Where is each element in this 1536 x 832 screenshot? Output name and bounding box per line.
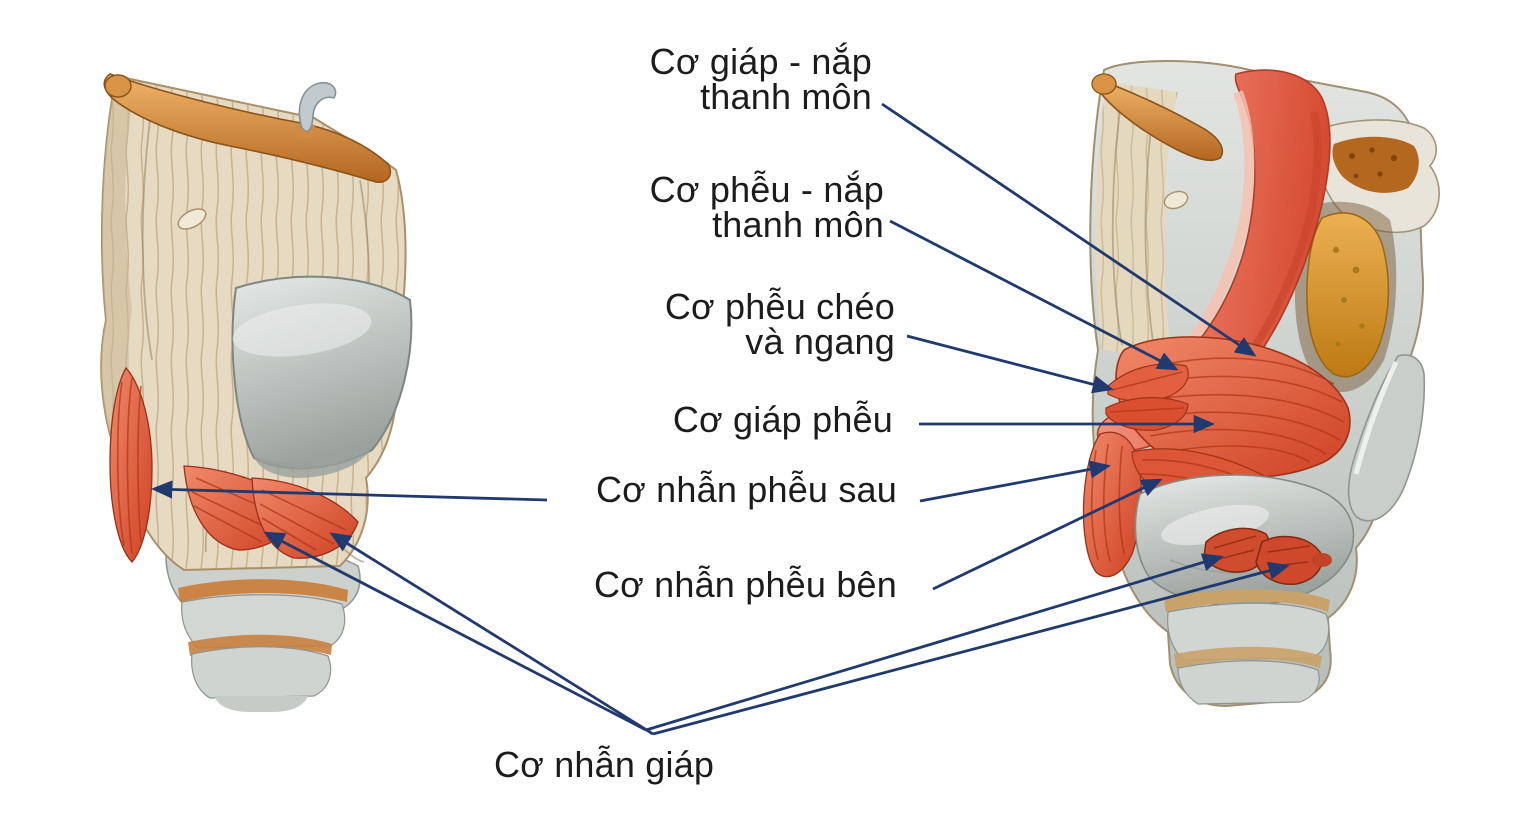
membrane-foramen xyxy=(1163,190,1189,210)
leader-oblique-transverse xyxy=(906,334,1114,394)
leader-lateral-cricoarytenoid xyxy=(932,478,1163,591)
cut-lamina-ribbon xyxy=(1347,354,1426,522)
label-line: Cơ giáp - nắp xyxy=(649,41,872,82)
tracheal-band xyxy=(1174,646,1322,668)
label-lateral-cricoarytenoid: Cơ nhẫn phễu bên xyxy=(593,564,897,605)
leader-posterior-cricoarytenoid-left xyxy=(151,480,548,502)
label-line: Cơ nhẫn giáp xyxy=(494,744,715,785)
right-larynx-figure-posterior-view xyxy=(1082,60,1440,708)
label-cricothyroid: Cơ nhẫn giáp xyxy=(494,744,715,785)
leader-cricothyroid-left-2 xyxy=(329,532,654,736)
membrane-foramen xyxy=(177,208,207,230)
label-line: thanh môn xyxy=(712,204,884,245)
label-line: Cơ nhẫn phễu bên xyxy=(593,564,897,605)
cricotracheal-band xyxy=(178,579,348,602)
fat-pad xyxy=(1306,212,1390,378)
label-line: thanh môn xyxy=(700,76,872,117)
label-line: Cơ giáp phễu xyxy=(672,399,893,440)
tracheal-band xyxy=(188,634,332,656)
lesser-cornu-hook xyxy=(298,81,337,132)
leader-posterior-cricoarytenoid-right xyxy=(919,460,1111,503)
cut-muscle-stump xyxy=(1255,535,1323,585)
cut-bone-marrow xyxy=(1332,136,1419,193)
label-posterior-cricoarytenoid: Cơ nhẫn phễu sau xyxy=(595,469,897,510)
leader-aryepiglottic xyxy=(889,219,1179,371)
ribbon-highlight xyxy=(1353,360,1399,475)
hyoid-greater-horn xyxy=(1099,78,1224,162)
label-line: Cơ phễu chéo xyxy=(664,286,895,327)
trachea-end xyxy=(214,696,308,712)
hyoid-bone xyxy=(103,73,392,184)
membrane-shading xyxy=(101,76,152,470)
cricotracheal-band xyxy=(1164,589,1330,612)
leader-arrows xyxy=(151,102,1290,736)
label-line: và ngang xyxy=(745,321,895,362)
leader-cricothyroid-left-1 xyxy=(263,531,647,732)
cartilage-highlight xyxy=(232,303,372,357)
hyoid-knob xyxy=(1091,73,1117,95)
leader-cricothyroid-right-2 xyxy=(652,561,1290,736)
label-oblique-transverse-arytenoid: Cơ phễu chéo và ngang xyxy=(664,286,895,362)
epiglottis-shade xyxy=(1236,111,1322,371)
hyoid-knob xyxy=(104,74,132,98)
left-larynx-figure-lateral-view xyxy=(100,73,413,712)
leader-cricothyroid-right-1 xyxy=(645,553,1224,732)
tracheal-ring xyxy=(1167,602,1330,661)
tracheal-ring xyxy=(181,594,346,649)
leader-thyroepiglottic xyxy=(881,102,1257,357)
label-thyroarytenoid: Cơ giáp phễu xyxy=(672,399,893,440)
label-line: Cơ nhẫn phễu sau xyxy=(595,469,897,510)
muscle-nub xyxy=(1312,553,1332,567)
cartilage-lower-shade xyxy=(254,450,370,478)
label-line: Cơ phễu - nắp xyxy=(649,169,884,210)
label-aryepiglottic: Cơ phễu - nắp thanh môn xyxy=(649,169,884,245)
tracheal-ring xyxy=(191,646,332,699)
cricoid-highlight xyxy=(1161,504,1269,546)
tracheal-ring xyxy=(1177,660,1320,705)
label-thyroepiglottic: Cơ giáp - nắp thanh môn xyxy=(649,41,872,117)
